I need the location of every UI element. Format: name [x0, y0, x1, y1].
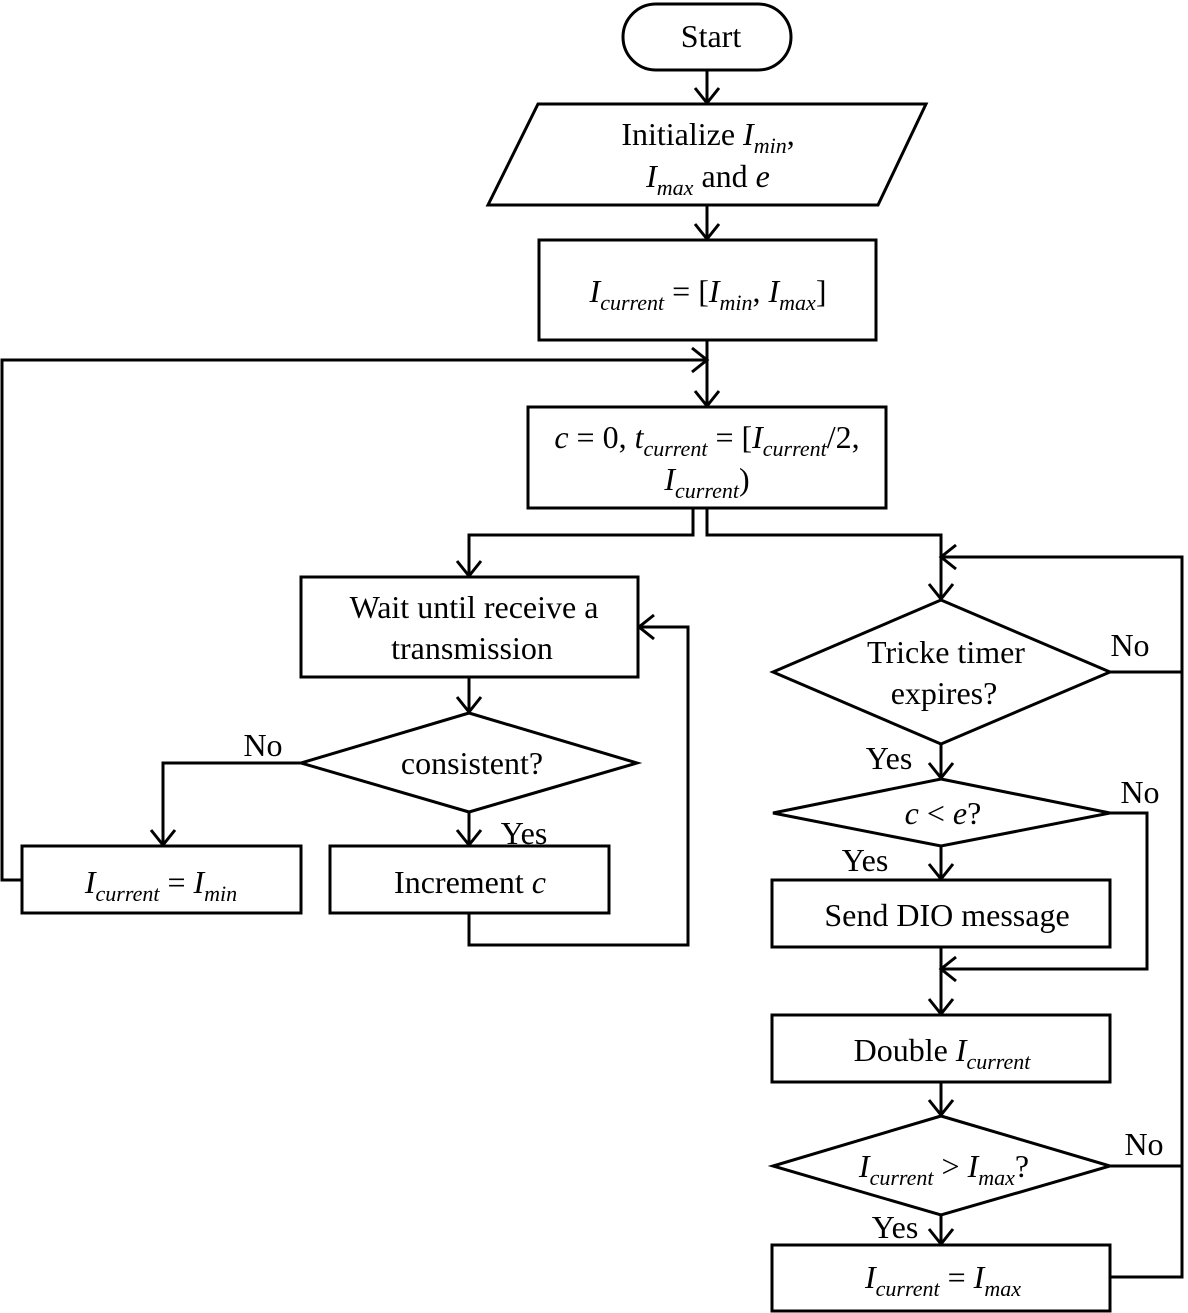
reset-line2: Icurrent)	[663, 461, 749, 503]
edges	[0, 70, 1184, 1279]
set-min-box	[20, 844, 303, 915]
wait-line1: Wait until receive a	[350, 589, 599, 625]
wait-line2: transmission	[391, 630, 553, 666]
c-lt-e-yes-label: Yes	[842, 842, 889, 878]
set-min-label: Icurrent = Imin	[84, 864, 237, 906]
timer-decision	[769, 598, 1114, 746]
timer-yes-label: Yes	[866, 740, 913, 776]
timer-line1: Tricke timer	[867, 634, 1025, 670]
double-box	[770, 1013, 1112, 1084]
wait-box	[299, 575, 640, 679]
increment-label: Increment c	[394, 864, 546, 900]
set-interval-label: Icurrent = [Imin, Imax]	[589, 273, 827, 315]
gt-max-yes-label: Yes	[872, 1209, 919, 1245]
reset-line1: c = 0, tcurrent = [Icurrent/2,	[554, 419, 859, 461]
c-lt-e-label: c < e?	[905, 795, 982, 831]
consistent-label: consistent?	[401, 745, 543, 781]
init-line2: Imax and e	[645, 158, 770, 200]
start-label: Start	[681, 18, 742, 54]
send-dio-box	[770, 878, 1112, 949]
consistent-yes-label: Yes	[501, 815, 548, 851]
arrowheads	[149, 87, 957, 1247]
timer-line2: expires?	[891, 675, 998, 711]
c-lt-e-no-label: No	[1120, 774, 1159, 810]
gt-max-no-label: No	[1124, 1126, 1163, 1162]
double-label: Double Icurrent	[854, 1032, 1032, 1074]
consistent-no-label: No	[243, 727, 282, 763]
timer-no-label: No	[1110, 627, 1149, 663]
init-line1: Initialize Imin,	[621, 116, 794, 158]
init-parallelogram	[485, 102, 929, 207]
gt-max-label: Icurrent > Imax?	[858, 1148, 1029, 1190]
set-max-label: Icurrent = Imax	[864, 1259, 1021, 1301]
set-interval-box	[537, 238, 878, 342]
send-dio-label: Send DIO message	[824, 897, 1069, 933]
